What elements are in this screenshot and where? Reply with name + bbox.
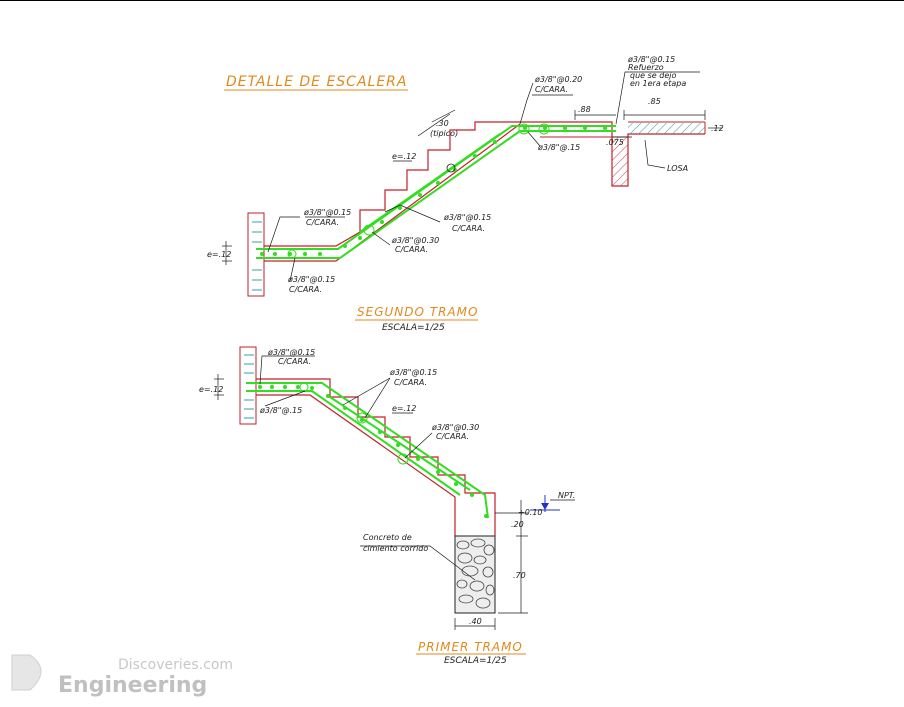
segundo-label-losa: LOSA	[667, 164, 688, 173]
primer-label-bar-a-cara: C/CARA.	[278, 357, 311, 366]
segundo-label-bar-a: ø3/8"@0.20	[534, 75, 582, 84]
segundo-label-bar-e: ø3/8"@0.15	[443, 213, 491, 222]
primer-left-wall	[239, 346, 257, 425]
primer-label-npt: NPT.	[558, 491, 575, 500]
primer-label-bar-d-cara: C/CARA.	[436, 432, 469, 441]
segundo-label-bar-g-cara: C/CARA.	[289, 285, 322, 294]
segundo-tramo-section: ø3/8"@0.20 C/CARA. ø3/8"@0.15 Refuerzo q…	[207, 55, 724, 333]
segundo-dim-12-right: .12	[711, 124, 724, 133]
primer-tramo-title: PRIMER TRAMO	[418, 640, 523, 654]
segundo-left-wall	[247, 212, 265, 297]
segundo-stair-soffit	[264, 123, 521, 262]
watermark-engineering: Engineering	[58, 673, 207, 698]
segundo-label-1era-etapa: en 1era etapa	[630, 79, 686, 88]
segundo-tramo-scale: ESCALA=1/25	[382, 323, 445, 333]
segundo-label-bar-f: ø3/8"@0.30	[391, 236, 439, 245]
segundo-label-bar-d: ø3/8"@0.15	[303, 208, 351, 217]
segundo-label-bar-g: ø3/8"@0.15	[287, 275, 335, 284]
segundo-dim-30: .30	[436, 119, 449, 128]
primer-label-bar-c: ø3/8"@0.15	[389, 368, 437, 377]
primer-label-concreto: Concreto de	[363, 533, 412, 542]
segundo-dim-85: .85	[648, 97, 661, 106]
primer-dim-40: .40	[469, 617, 482, 626]
primer-tramo-section: ø3/8"@0.15 C/CARA. e=.12 ø3/8"@.15 ø3/8"…	[199, 346, 575, 666]
primer-dim-70: .70	[513, 571, 526, 580]
segundo-label-bar-f-cara: C/CARA.	[395, 245, 428, 254]
primer-label-bar-a: ø3/8"@0.15	[267, 348, 315, 357]
segundo-tramo-title: SEGUNDO TRAMO	[357, 305, 478, 319]
segundo-label-bar-d-cara: C/CARA.	[306, 218, 339, 227]
segundo-leaders	[222, 71, 722, 282]
primer-label-e12: e=.12	[392, 404, 416, 413]
primer-rebar-dots	[258, 385, 488, 518]
primer-label-bar-c-cara: C/CARA.	[394, 378, 427, 387]
losa-hatch	[628, 123, 705, 134]
segundo-label-bar-e-cara: C/CARA.	[452, 224, 485, 233]
watermark-logo-icon	[11, 654, 42, 691]
segundo-label-quesedejo: que se dejo	[630, 71, 676, 80]
segundo-label-bar-a-cara: C/CARA.	[535, 85, 568, 94]
segundo-label-refuerzo: Refuerzo	[628, 63, 664, 72]
segundo-label-bar-c: ø3/8"@.15	[537, 143, 580, 152]
segundo-dim-075: .075	[606, 138, 624, 147]
primer-tramo-scale: ESCALA=1/25	[444, 656, 507, 666]
primer-stair-top-outline	[256, 378, 496, 536]
primer-dim-20: .20	[511, 520, 524, 529]
primer-rebar	[246, 382, 489, 519]
segundo-label-e12: e=.12	[392, 152, 416, 161]
watermark-discoveries: Discoveries.com	[118, 657, 233, 673]
primer-label-e12-left: e=.12	[199, 385, 223, 394]
top-border-line	[0, 0, 904, 1]
main-title: DETALLE DE ESCALERA	[226, 74, 407, 90]
primer-leaders	[214, 355, 528, 630]
segundo-label-e12-left: e=.12	[207, 250, 231, 259]
primer-label-bar-d: ø3/8"@0.30	[431, 423, 479, 432]
segundo-label-tipico: (tipico)	[430, 129, 458, 138]
primer-label-bar-b: ø3/8"@.15	[259, 406, 302, 415]
segundo-rebar-dots	[260, 126, 607, 256]
primer-stair-soffit	[256, 394, 456, 536]
primer-label-cimiento: cimiento corrido	[363, 544, 428, 553]
segundo-label-bar-b: ø3/8"@0.15	[627, 55, 675, 64]
primer-label-plus010: +0.10	[518, 508, 543, 517]
watermark: Discoveries.com Engineering	[11, 654, 233, 698]
segundo-dim-88: .88	[578, 105, 591, 114]
npt-marker	[530, 495, 575, 512]
segundo-rebar	[256, 125, 616, 259]
